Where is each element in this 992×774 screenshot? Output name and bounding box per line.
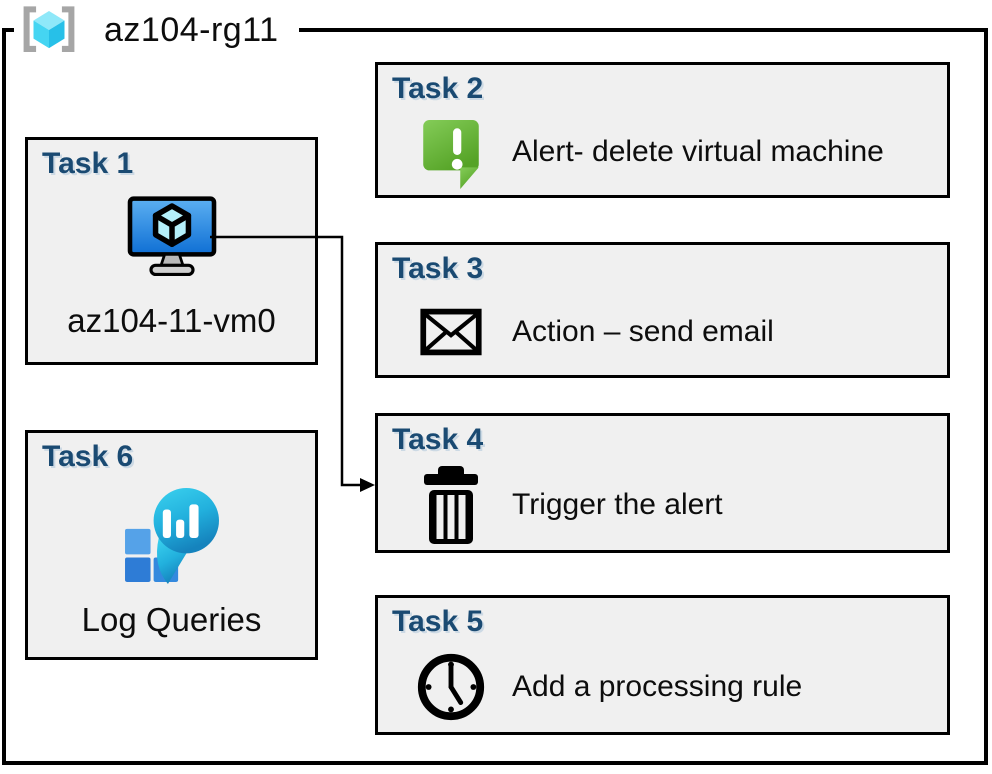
clock-icon — [412, 650, 490, 724]
task1-title: Task 1 — [42, 147, 134, 180]
task3-label: Action – send email — [512, 315, 774, 348]
task2-box: Task 2 Alert- delete virtual machine — [375, 62, 950, 198]
resource-group-icon — [23, 6, 75, 52]
task6-label: Log Queries — [81, 601, 262, 638]
task1-label: az104-11-vm0 — [67, 302, 276, 339]
log-analytics-icon — [124, 488, 219, 584]
task4-box: Task 4 Trigger the alert — [375, 413, 950, 553]
task6-box: Task 6 Log Queries — [25, 430, 318, 660]
task5-title: Task 5 — [392, 605, 484, 638]
task2-title: Task 2 — [392, 72, 484, 105]
task5-label: Add a processing rule — [512, 670, 803, 703]
task2-label: Alert- delete virtual machine — [512, 135, 884, 168]
task4-label: Trigger the alert — [512, 488, 723, 521]
task3-title: Task 3 — [392, 252, 484, 285]
alert-message-icon — [412, 113, 490, 191]
resource-group-label: az104-rg11 — [104, 10, 279, 49]
trash-icon — [412, 464, 490, 546]
task3-box: Task 3 Action – send email — [375, 242, 950, 378]
task5-box: Task 5 Add a processing rule — [375, 595, 950, 735]
task4-title: Task 4 — [392, 423, 484, 456]
email-envelope-icon — [412, 308, 490, 356]
task6-title: Task 6 — [42, 440, 134, 473]
virtual-machine-icon — [125, 195, 219, 279]
resource-group-header: az104-rg11 — [14, 0, 299, 60]
task1-box: Task 1 az104-11-vm0 — [25, 137, 318, 365]
